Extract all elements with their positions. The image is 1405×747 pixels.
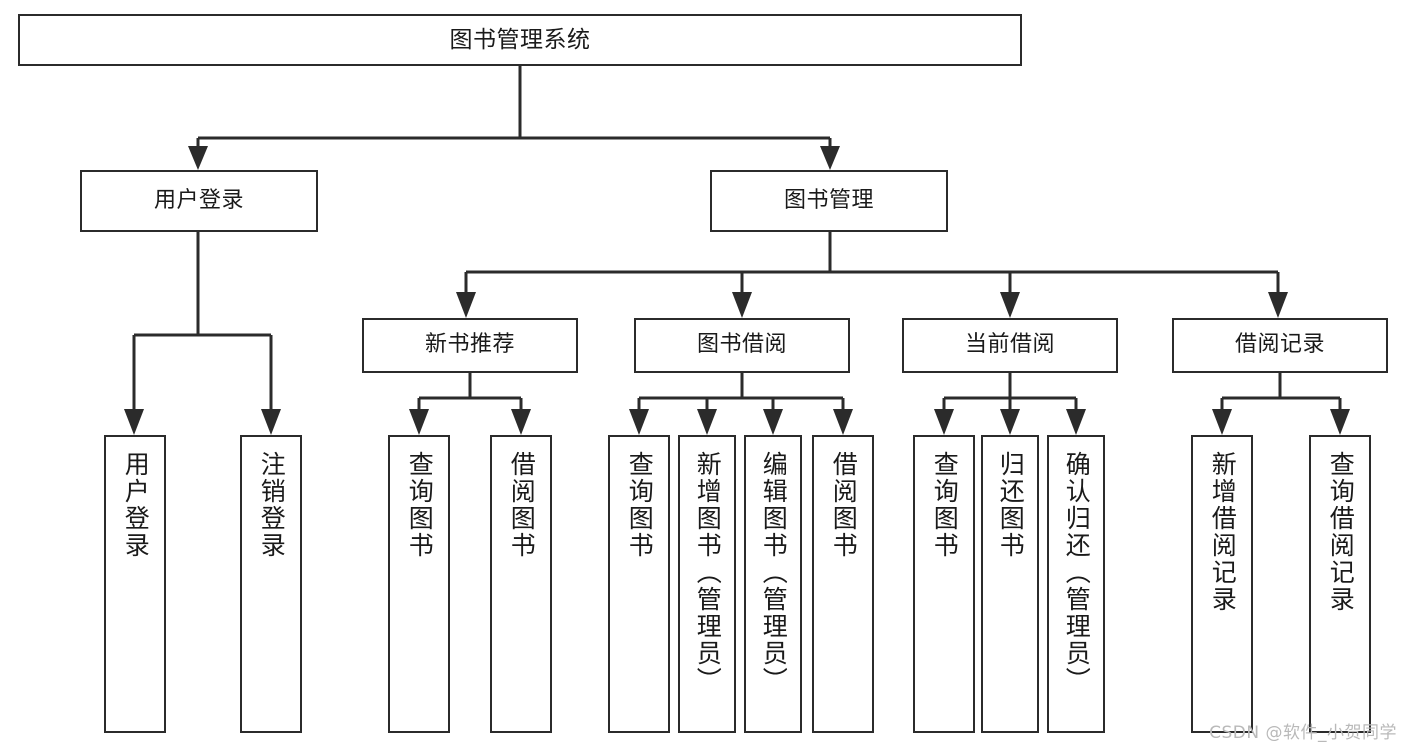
node-current-borrow[interactable]: 当前借阅 xyxy=(902,318,1118,373)
node-book-manage[interactable]: 图书管理 xyxy=(710,170,948,232)
node-label: 借阅图书 xyxy=(829,451,859,559)
node-label: 新书推荐 xyxy=(424,332,515,358)
node-label: 查询图书 xyxy=(625,451,655,559)
node-label: 图书借阅 xyxy=(696,332,787,358)
node-label: 新增借阅记录 xyxy=(1208,451,1238,613)
leaf-query-book-recommend[interactable]: 查询图书 xyxy=(388,435,450,733)
node-label: 归还图书 xyxy=(996,451,1026,559)
leaf-user-login[interactable]: 用户登录 xyxy=(104,435,166,733)
node-label: 用户登录 xyxy=(121,451,151,559)
node-label: 图书管理 xyxy=(783,187,874,213)
leaf-borrow-book[interactable]: 借阅图书 xyxy=(812,435,874,733)
leaf-query-book-borrow[interactable]: 查询图书 xyxy=(608,435,670,733)
node-label: 注销登录 xyxy=(257,451,287,559)
node-label: 借阅记录 xyxy=(1234,332,1325,358)
leaf-add-book-admin[interactable]: 新增图书（管理员） xyxy=(678,435,736,733)
node-user-login[interactable]: 用户登录 xyxy=(80,170,318,232)
node-label: 编辑图书（管理员） xyxy=(759,451,789,694)
node-label: 确认归还（管理员） xyxy=(1062,451,1092,694)
node-book-borrow[interactable]: 图书借阅 xyxy=(634,318,850,373)
leaf-borrow-book-recommend[interactable]: 借阅图书 xyxy=(490,435,552,733)
node-label: 新增图书（管理员） xyxy=(693,451,723,694)
node-root-system[interactable]: 图书管理系统 xyxy=(18,14,1022,66)
node-label: 查询图书 xyxy=(405,451,435,559)
leaf-logout[interactable]: 注销登录 xyxy=(240,435,302,733)
node-label: 借阅图书 xyxy=(507,451,537,559)
node-new-book-recommend[interactable]: 新书推荐 xyxy=(362,318,578,373)
leaf-return-book[interactable]: 归还图书 xyxy=(981,435,1039,733)
leaf-query-book-current[interactable]: 查询图书 xyxy=(913,435,975,733)
leaf-edit-book-admin[interactable]: 编辑图书（管理员） xyxy=(744,435,802,733)
node-label: 查询图书 xyxy=(930,451,960,559)
node-label: 当前借阅 xyxy=(964,332,1055,358)
leaf-add-borrow-record[interactable]: 新增借阅记录 xyxy=(1191,435,1253,733)
node-label: 图书管理系统 xyxy=(449,26,591,53)
node-borrow-record[interactable]: 借阅记录 xyxy=(1172,318,1388,373)
leaf-query-borrow-record[interactable]: 查询借阅记录 xyxy=(1309,435,1371,733)
node-label: 用户登录 xyxy=(153,187,244,213)
node-label: 查询借阅记录 xyxy=(1326,451,1356,613)
leaf-confirm-return-admin[interactable]: 确认归还（管理员） xyxy=(1047,435,1105,733)
